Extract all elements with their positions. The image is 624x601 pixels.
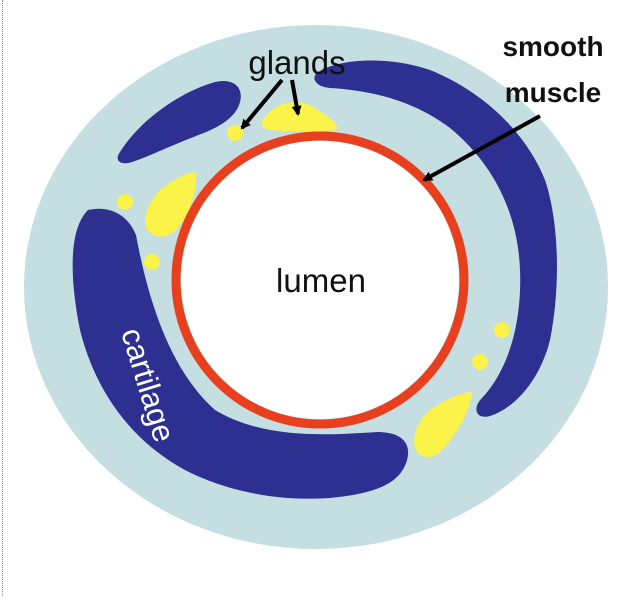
cartilage-top-left-segment [117, 80, 241, 164]
label-glands: glands [248, 44, 345, 81]
arrow-glands-small [240, 78, 284, 130]
gland-right-small-lower [472, 354, 488, 370]
arrow-glands-large [290, 79, 302, 116]
gland-right-small-upper [494, 322, 510, 338]
left-dotted-border [2, 0, 3, 596]
gland-top [261, 102, 337, 132]
cartilage-left-segment [72, 208, 409, 499]
gland-left-small-upper [117, 194, 133, 210]
label-smooth: smooth [502, 31, 603, 62]
label-muscle: muscle [505, 77, 602, 108]
arrow-smooth-muscle [422, 114, 541, 182]
smooth-muscle-ring [171, 131, 469, 429]
label-lumen: lumen [276, 262, 366, 299]
gland-bottom-right [414, 392, 472, 458]
gland-left-small-lower [144, 254, 160, 270]
cartilage-right-segment [314, 60, 557, 417]
lumen [181, 141, 459, 419]
gland-top-small [227, 125, 243, 141]
gland-left [144, 172, 197, 237]
